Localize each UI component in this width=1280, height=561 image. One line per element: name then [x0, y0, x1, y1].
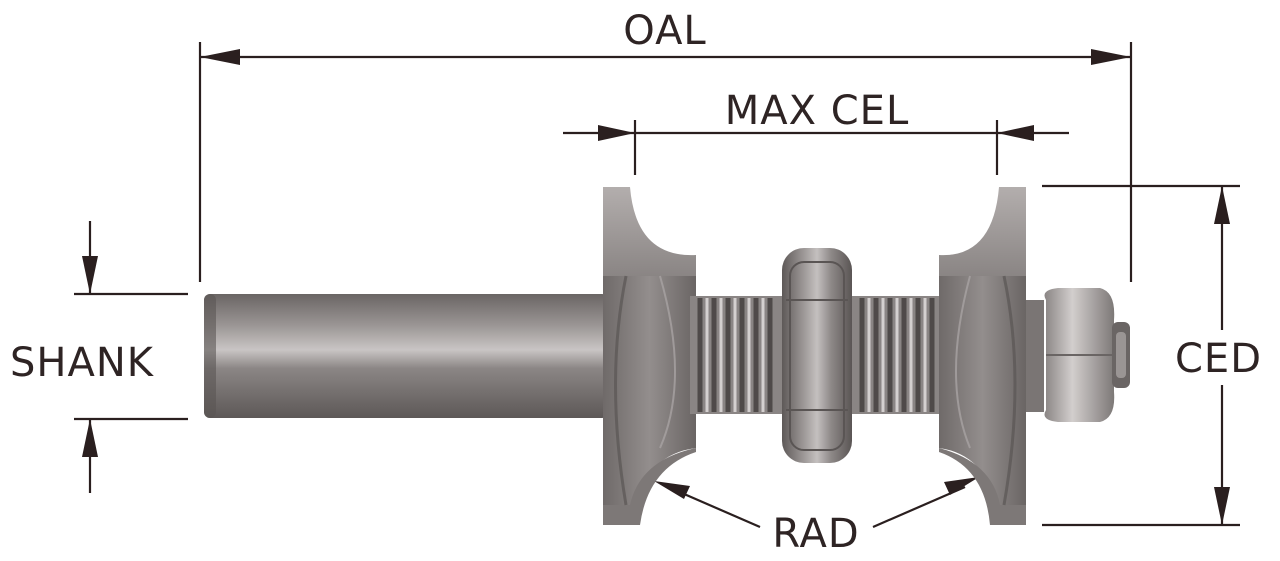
rad-right-arrowhead: [944, 477, 979, 495]
left-cutter: [603, 187, 696, 525]
oal-left-arrowhead: [200, 49, 240, 65]
ced-bottom-arrowhead: [1214, 487, 1230, 525]
oal-dimension: OAL: [198, 8, 1133, 282]
shank-label: SHANK: [10, 340, 155, 386]
shank-dimension: SHANK: [10, 221, 188, 493]
max-cel-dimension: MAX CEL: [563, 88, 1069, 175]
thread-right: [852, 296, 946, 414]
ced-top-arrowhead: [1214, 186, 1230, 224]
rad-label: RAD: [772, 511, 859, 557]
shank-bottom-arrowhead: [82, 419, 98, 457]
max-cel-left-arrowhead: [598, 125, 635, 141]
shank-part: [204, 294, 608, 418]
oal-label: OAL: [623, 8, 706, 54]
max-cel-right-arrowhead: [997, 125, 1034, 141]
max-cel-label: MAX CEL: [725, 88, 909, 134]
ced-dimension: CED: [1042, 184, 1262, 527]
oal-right-arrowhead: [1091, 49, 1131, 65]
thread-left: [690, 296, 786, 414]
nut-part: [1026, 288, 1130, 422]
rad-callout: RAD: [654, 477, 979, 557]
right-cutter: [939, 187, 1026, 525]
bearing-part: [782, 248, 852, 463]
rad-left-arrowhead: [654, 481, 690, 499]
ced-label: CED: [1175, 336, 1262, 382]
shank-top-arrowhead: [82, 256, 98, 294]
